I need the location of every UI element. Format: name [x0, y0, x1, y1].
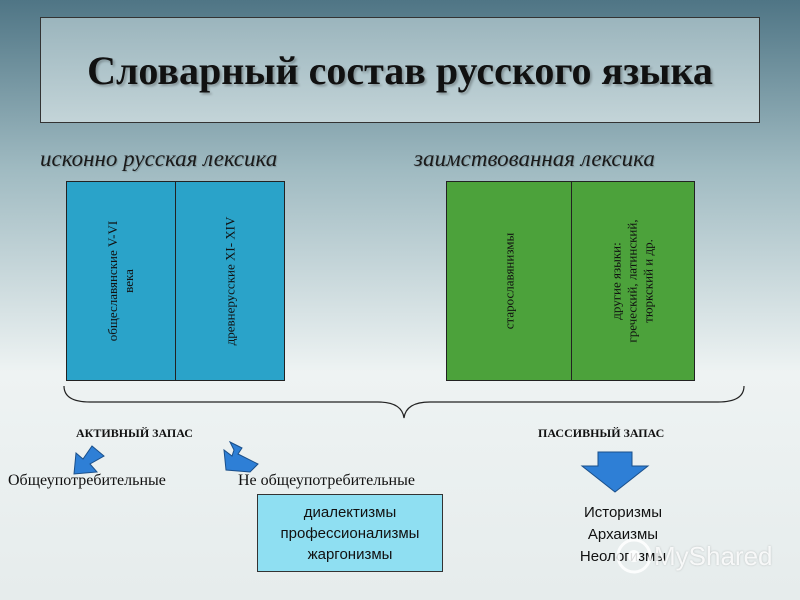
column-old-russian: древнерусские XI- XIV — [175, 181, 285, 381]
uncommon-words-box: диалектизмы профессионализмы жаргонизмы — [257, 494, 443, 572]
native-vocabulary-label: исконно русская лексика — [40, 146, 278, 171]
historisms-item: Историзмы — [583, 504, 663, 521]
watermark-logo: MyShared — [614, 536, 773, 576]
passive-stock-label: ПАССИВНЫЙ ЗАПАС — [538, 426, 665, 440]
neologisms-item: Неологизмы — [579, 548, 667, 565]
watermark-text: MyShared — [654, 540, 773, 571]
jargon-item: жаргонизмы — [307, 545, 393, 563]
column-common-slavic: общеславянские V-VI века — [66, 181, 176, 381]
arrow-uncommon-icon — [223, 440, 259, 473]
title-box: Словарный состав русского языка — [40, 17, 760, 123]
borrowed-vocabulary-label: заимствованная лексика — [414, 146, 655, 171]
uncommon-words-label: Не общеупотребительные — [238, 472, 415, 489]
arrow-common-icon — [73, 445, 105, 475]
professionalisms-item: профессионализмы — [280, 524, 420, 542]
active-stock-label: АКТИВНЫЙ ЗАПАС — [76, 426, 193, 440]
dialectisms-item: диалектизмы — [303, 503, 397, 521]
column-other-languages: другие языки: греческий, латинский, тюрк… — [571, 181, 695, 381]
column-old-slavonicisms: старославянизмы — [446, 181, 572, 381]
common-words-label: Общеупотребительные — [8, 472, 166, 489]
watermark-icon — [616, 538, 652, 574]
archaisms-item: Архаизмы — [587, 526, 659, 543]
arrow-passive-icon — [580, 451, 650, 493]
page-title: Словарный состав русского языка — [87, 47, 713, 93]
passive-words-list: Историзмы Архаизмы Неологизмы — [548, 502, 698, 568]
